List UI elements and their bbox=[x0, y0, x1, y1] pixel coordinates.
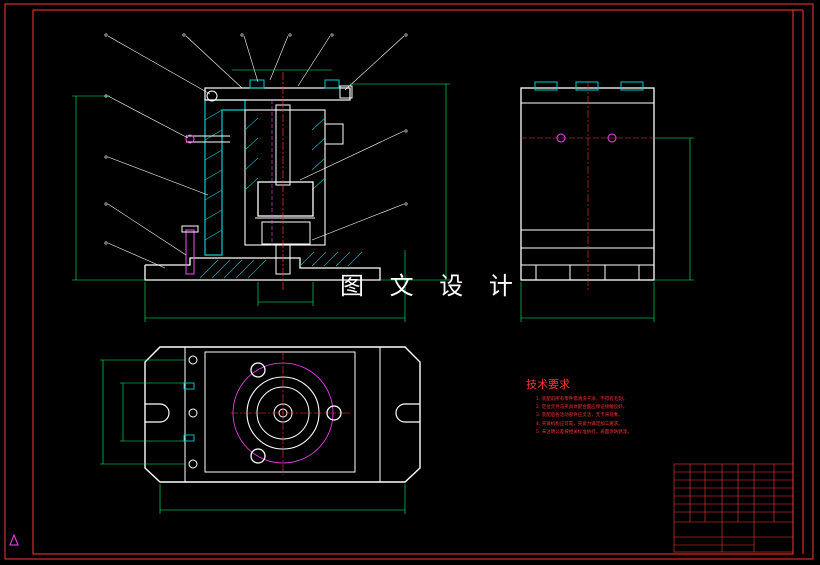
front-dimensions bbox=[72, 69, 450, 322]
outer-frame bbox=[4, 3, 814, 560]
body-block bbox=[244, 109, 326, 246]
requirement-item: 1. 装配前所有零件需清洗干净，不得有毛刺。 bbox=[536, 397, 628, 402]
piston-seat bbox=[261, 221, 311, 245]
requirement-item: 2. 定位元件与夹具体配合面应保证接触良好。 bbox=[536, 405, 628, 411]
watermark-text: 图 文 设 计 bbox=[340, 272, 522, 300]
side-view bbox=[520, 81, 694, 322]
inner-frame bbox=[32, 9, 794, 555]
leader-lines bbox=[104, 33, 408, 269]
corner-mark bbox=[9, 533, 19, 546]
requirement-item: 5. 未注明公差按相关标准执行，表面涂防锈漆。 bbox=[536, 429, 632, 435]
front-view bbox=[72, 33, 450, 322]
support-column bbox=[204, 99, 246, 256]
technical-requirements-title: 技术要求 bbox=[526, 378, 570, 391]
piston-head bbox=[257, 181, 314, 217]
requirement-item: 4. 夹紧机构应可靠，夹紧力满足加工要求。 bbox=[536, 421, 623, 427]
technical-requirements: 技术要求 1. 装配前所有零件需清洗干净，不得有毛刺。 2. 定位元件与夹具体配… bbox=[526, 376, 632, 437]
requirement-item: 3. 装配后各活动部件应灵活，无卡滞现象。 bbox=[536, 413, 623, 419]
top-clamp-bar bbox=[204, 87, 351, 101]
base-plate bbox=[144, 257, 381, 281]
top-view bbox=[100, 346, 421, 514]
title-block bbox=[673, 463, 794, 553]
